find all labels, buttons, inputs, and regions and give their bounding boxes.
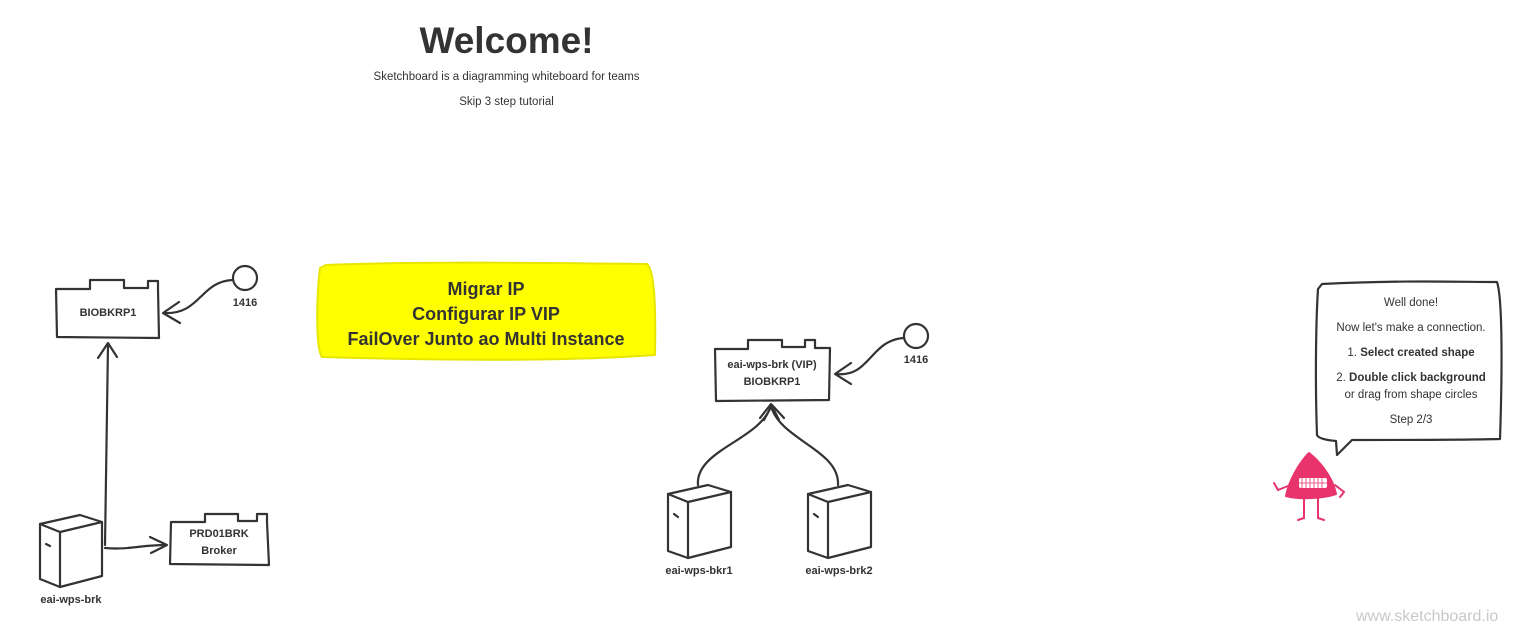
tutorial-bubble bbox=[1314, 280, 1503, 457]
server-label: eai-wps-bkr1 bbox=[665, 565, 732, 577]
tutorial-step-2: 2. Double click background bbox=[1318, 372, 1504, 384]
port-circle-left[interactable] bbox=[231, 264, 259, 292]
connector-brk2-to-vip[interactable] bbox=[762, 403, 840, 487]
note-line-2: Configurar IP VIP bbox=[412, 304, 560, 324]
connector-port-to-vip[interactable] bbox=[833, 336, 906, 386]
broker-shape-biobkrp1[interactable] bbox=[54, 278, 161, 340]
mascot-icon bbox=[1273, 452, 1346, 521]
tutorial-step-1-number: 1. bbox=[1347, 347, 1357, 359]
broker-label: BIOBKRP1 bbox=[80, 307, 137, 319]
tutorial-step-2-hint: or drag from shape circles bbox=[1344, 389, 1478, 401]
server-cube-left[interactable] bbox=[38, 513, 104, 589]
server-label: eai-wps-brk2 bbox=[805, 565, 872, 577]
note-line-1: Migrar IP bbox=[447, 279, 524, 299]
broker-shape-vip[interactable] bbox=[713, 338, 832, 403]
port-label: 1416 bbox=[233, 297, 257, 309]
watermark: www.sketchboard.io bbox=[1356, 608, 1499, 625]
connector-port-to-broker[interactable] bbox=[161, 278, 234, 325]
connector-server-to-prd01brk[interactable] bbox=[103, 535, 169, 555]
server-cube-brk2[interactable] bbox=[806, 483, 873, 560]
broker-shape-prd01brk[interactable] bbox=[168, 512, 271, 567]
tutorial-line-2: Now let's make a connection. bbox=[1336, 322, 1486, 334]
broker-label-line2: Broker bbox=[201, 545, 237, 557]
tutorial-step-counter: Step 2/3 bbox=[1389, 414, 1433, 426]
server-label: eai-wps-brk bbox=[40, 594, 102, 606]
tutorial-step-2-text: Double click background bbox=[1349, 372, 1486, 384]
tutorial-step-1: 1. Select created shape bbox=[1318, 347, 1504, 359]
welcome-subtitle: Sketchboard is a diagramming whiteboard … bbox=[373, 71, 640, 83]
note-line-3: FailOver Junto ao Multi Instance bbox=[347, 329, 624, 349]
port-circle-right[interactable] bbox=[902, 322, 930, 350]
yellow-note[interactable] bbox=[316, 261, 657, 361]
tutorial-line-1: Well done! bbox=[1383, 297, 1439, 309]
tutorial-step-1-text: Select created shape bbox=[1360, 347, 1475, 359]
tutorial-step-2-number: 2. bbox=[1336, 372, 1346, 384]
connector-server-to-broker[interactable] bbox=[96, 341, 119, 547]
skip-tutorial-link[interactable]: Skip 3 step tutorial bbox=[459, 96, 554, 108]
broker-label-line1: PRD01BRK bbox=[189, 528, 248, 540]
vip-label-line1: eai-wps-brk (VIP) bbox=[727, 359, 817, 371]
vip-label-line2: BIOBKRP1 bbox=[744, 376, 801, 388]
port-label: 1416 bbox=[904, 354, 928, 366]
server-cube-bkr1[interactable] bbox=[666, 483, 733, 560]
welcome-title: Welcome! bbox=[419, 20, 594, 61]
